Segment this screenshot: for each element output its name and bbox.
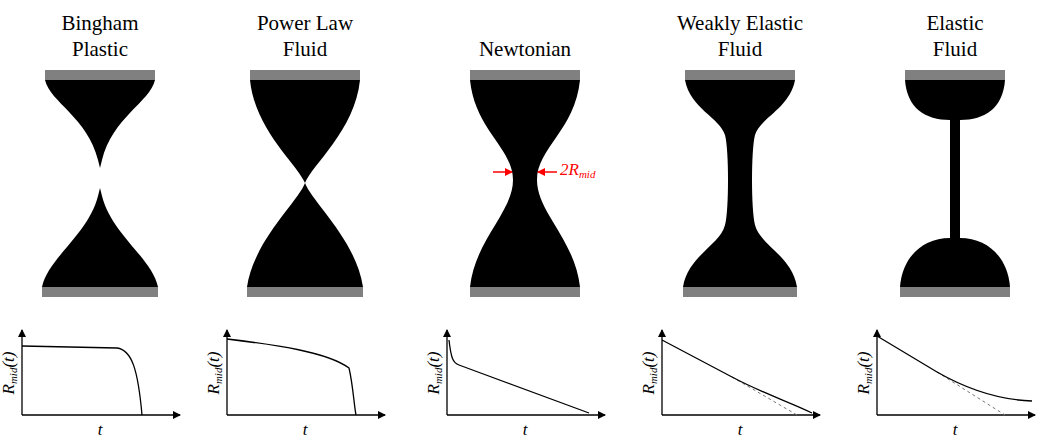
axis-symbol: t <box>953 420 958 439</box>
fluid-shapes <box>42 80 1010 287</box>
fluid-title: Power Law Fluid <box>245 10 365 62</box>
axis-symbol: t <box>738 420 743 439</box>
x-axis-label: t <box>303 420 308 440</box>
axis-argument: (t) <box>424 352 443 368</box>
y-axis-label: Rmid(t) <box>204 352 224 395</box>
axis-subscript: mid <box>862 368 874 385</box>
axis-argument: (t) <box>854 352 873 368</box>
axis-symbol: t <box>523 420 528 439</box>
diameter-subscript: mid <box>579 168 596 180</box>
radius-plots <box>22 330 1035 415</box>
x-axis-label: t <box>738 420 743 440</box>
fluid-title-text: Elastic Fluid <box>926 11 983 61</box>
y-axis-label: Rmid(t) <box>424 352 444 395</box>
diameter-label: 2Rmid <box>560 160 595 180</box>
axis-subscript: mid <box>7 368 19 385</box>
axis-symbol: t <box>303 420 308 439</box>
diameter-arrows <box>493 171 557 173</box>
y-axis-label: Rmid(t) <box>639 352 659 395</box>
axis-subscript: mid <box>212 368 224 385</box>
axis-argument: (t) <box>639 352 658 368</box>
fluid-title-text: Weakly Elastic Fluid <box>677 11 803 61</box>
fluid-title: Newtonian <box>455 36 595 62</box>
x-axis-label: t <box>523 420 528 440</box>
axis-symbol: R <box>854 384 873 394</box>
fluid-title-text: Newtonian <box>479 37 571 61</box>
fluid-title-text: Power Law Fluid <box>257 11 353 61</box>
x-axis-label: t <box>98 420 103 440</box>
axis-argument: (t) <box>204 352 223 368</box>
axis-symbol: R <box>0 384 18 394</box>
y-axis-label: Rmid(t) <box>854 352 874 395</box>
axis-symbol: R <box>424 384 443 394</box>
diameter-text: 2R <box>560 160 579 179</box>
axis-subscript: mid <box>432 368 444 385</box>
axis-symbol: R <box>204 384 223 394</box>
plates <box>42 70 1010 297</box>
fluid-title-text: Bingham Plastic <box>62 11 139 61</box>
y-axis-label: Rmid(t) <box>0 352 19 395</box>
axis-argument: (t) <box>0 352 18 368</box>
x-axis-label: t <box>953 420 958 440</box>
fluid-title: Weakly Elastic Fluid <box>665 10 815 62</box>
fluid-title: Bingham Plastic <box>40 10 160 62</box>
fluid-title: Elastic Fluid <box>905 10 1005 62</box>
axis-subscript: mid <box>647 368 659 385</box>
axis-symbol: t <box>98 420 103 439</box>
axis-symbol: R <box>639 384 658 394</box>
